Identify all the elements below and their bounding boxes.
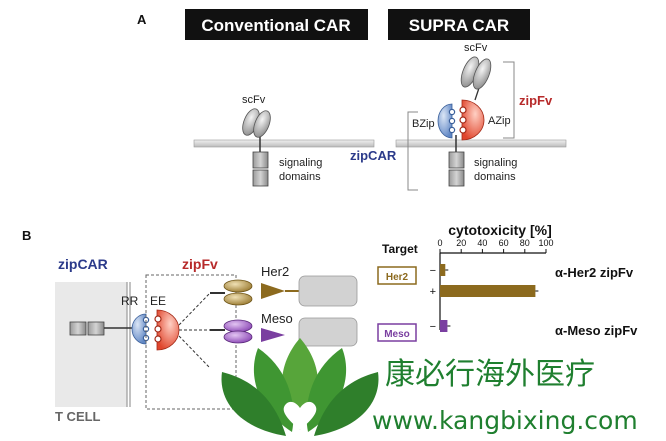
row-label-2: − xyxy=(430,321,436,333)
logo-leaf-right-1 xyxy=(306,348,347,432)
ee-knob-3 xyxy=(154,335,162,343)
conventional-title: Conventional CAR xyxy=(201,16,350,35)
supra-signaling-domain-1 xyxy=(448,151,465,169)
x-tick-label-5: 100 xyxy=(538,238,553,248)
conventional-scfv-label: scFv xyxy=(242,94,266,106)
ee-knob-2 xyxy=(154,325,162,333)
conventional-signaling-domain-1 xyxy=(252,151,269,169)
target-column-label: Target xyxy=(382,242,418,256)
meso-scfv-domain-2 xyxy=(223,330,253,344)
x-tick-label-0: 0 xyxy=(437,238,442,248)
bzip-domain xyxy=(437,103,453,139)
target-meso-box xyxy=(377,323,417,342)
t-cell-label: T CELL xyxy=(55,409,101,424)
conventional-signaling-domain-2 xyxy=(252,169,269,187)
her2-scfv-domain-2 xyxy=(223,292,253,306)
conventional-signaling-label-1: signaling xyxy=(279,157,322,169)
her2-zipfv-label: α-Her2 zipFv xyxy=(555,265,634,280)
panel-a-label: A xyxy=(137,12,147,27)
zipfv-branch-her2 xyxy=(178,292,211,326)
ee-label: EE xyxy=(150,294,166,308)
azip-knob-2 xyxy=(459,116,467,124)
bzip-knob-1 xyxy=(448,108,456,116)
target-meso-label: Meso xyxy=(384,329,410,340)
row-label-1: + xyxy=(430,286,436,298)
azip-domain xyxy=(461,99,485,141)
bar-2 xyxy=(440,320,448,332)
logo-leaf-right-2 xyxy=(314,372,379,436)
logo-leaf-left-1 xyxy=(253,348,294,432)
x-tick-label-2: 40 xyxy=(477,238,487,248)
azip-label: AZip xyxy=(488,115,511,127)
panel-b-label: B xyxy=(22,228,31,243)
conventional-title-box xyxy=(185,9,368,40)
supra-scfv-label: scFv xyxy=(464,42,488,54)
t-cell-body xyxy=(55,282,127,407)
zipcar-label-b: zipCAR xyxy=(58,256,108,272)
supra-membrane xyxy=(395,139,567,148)
meso-zipfv-label: α-Meso zipFv xyxy=(555,323,638,338)
her2-antigen xyxy=(261,283,285,299)
zipfv-label-a: zipFv xyxy=(519,93,553,108)
conventional-car: scFv signaling domains xyxy=(193,94,375,187)
target-her2-box xyxy=(377,266,417,285)
watermark-chinese: 康必行海外医疗 xyxy=(385,357,595,392)
zipfv-linker xyxy=(474,87,480,101)
logo-leaf-left-2 xyxy=(221,372,286,436)
conventional-signaling-label-2: domains xyxy=(279,171,321,183)
zipfv-branch-3 xyxy=(178,335,211,369)
zipcar-b-signaling-1 xyxy=(69,321,87,336)
x-tick-label-1: 20 xyxy=(456,238,466,248)
zipfv-label-b: zipFv xyxy=(182,256,218,272)
meso-antigen xyxy=(261,328,285,342)
bzip-label: BZip xyxy=(412,118,435,130)
logo-heart xyxy=(283,401,317,430)
bzip-knob-3 xyxy=(448,126,456,134)
bar-1 xyxy=(440,285,536,297)
supra-car: scFv BZip AZip signaling domains zipFv z… xyxy=(350,42,567,191)
ee-knob-1 xyxy=(154,315,162,323)
watermark-url: www.kangbixing.com xyxy=(372,406,638,435)
bzip-knob-2 xyxy=(448,117,456,125)
row-label-0: − xyxy=(430,265,436,277)
conventional-membrane xyxy=(193,139,375,148)
rr-zipper-domain xyxy=(131,313,147,345)
x-tick-label-4: 80 xyxy=(520,238,530,248)
target-her2-label: Her2 xyxy=(386,272,409,283)
conventional-scfv-domain-2 xyxy=(253,110,271,138)
chart-title: cytotoxicity [%] xyxy=(448,222,551,238)
kangbixing-logo xyxy=(221,338,379,436)
azip-knob-3 xyxy=(459,126,467,134)
zipfv-bracket xyxy=(503,61,515,139)
chart-x-ticks: 0 20 40 60 80 100 xyxy=(437,238,554,253)
supra-title-box xyxy=(388,9,530,40)
zipcar-label-a: zipCAR xyxy=(350,148,397,163)
supra-title: SUPRA CAR xyxy=(409,16,509,35)
zipcar-b-signaling-2 xyxy=(87,321,105,336)
zipcar-bracket xyxy=(407,111,418,191)
cytotoxicity-chart: cytotoxicity [%] 0 20 40 60 80 100 − + − xyxy=(430,222,554,333)
her2-target-cell xyxy=(298,275,358,307)
supra-signaling-label-2: domains xyxy=(474,171,516,183)
her2-antigen-label: Her2 xyxy=(261,264,289,279)
meso-target-cell xyxy=(298,317,358,347)
supra-signaling-label-1: signaling xyxy=(474,157,517,169)
rr-label: RR xyxy=(121,294,139,308)
azip-knob-1 xyxy=(459,106,467,114)
x-tick-label-3: 60 xyxy=(499,238,509,248)
bar-0 xyxy=(440,264,446,276)
her2-scfv-domain-1 xyxy=(223,279,253,293)
supra-signaling-domain-2 xyxy=(448,169,465,187)
meso-scfv-domain-1 xyxy=(223,319,253,333)
meso-antigen-label: Meso xyxy=(261,311,293,326)
supra-scfv-domain-2 xyxy=(472,58,492,90)
chart-bars: − + − xyxy=(430,264,539,333)
ee-zipper-domain xyxy=(156,309,180,351)
